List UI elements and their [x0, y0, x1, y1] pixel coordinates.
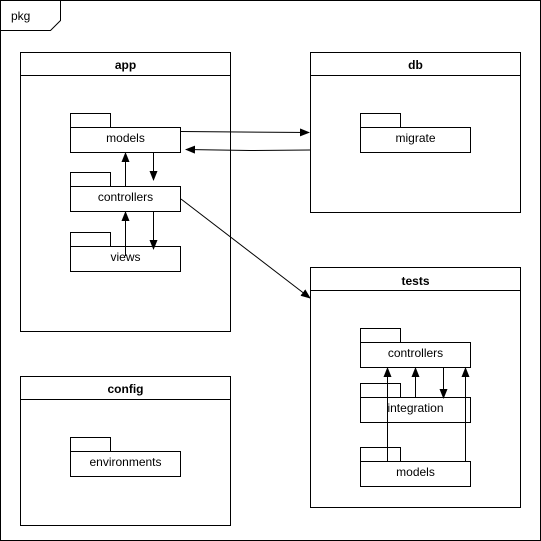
- package-tab: [70, 232, 111, 247]
- db-package[interactable]: db migrate: [310, 52, 521, 213]
- package-body: [360, 127, 471, 153]
- tests-models-package[interactable]: models: [360, 447, 471, 487]
- frame-tab: [0, 0, 61, 31]
- package-tab: [360, 328, 401, 343]
- tests-controllers-package[interactable]: controllers: [360, 328, 471, 368]
- db-migrate-label: migrate: [395, 131, 435, 145]
- app-models-label: models: [106, 131, 145, 145]
- package-body: [70, 451, 181, 477]
- package-body: [360, 461, 471, 487]
- app-controllers-package[interactable]: controllers: [70, 172, 181, 212]
- package-tab: [360, 447, 401, 462]
- config-package[interactable]: config environments: [20, 376, 231, 526]
- app-package-title: app: [115, 58, 136, 72]
- frame-label: pkg: [11, 9, 30, 23]
- tests-integration-package[interactable]: [360, 383, 471, 423]
- package-body: [360, 397, 471, 423]
- tests-integration-label: integration: [387, 401, 443, 415]
- arrow-db-to-models: [185, 145, 311, 154]
- arrow-controllers-to-tests: [180, 198, 311, 299]
- db-migrate-package[interactable]: migrate: [360, 113, 471, 153]
- tests-package-title: tests: [401, 274, 429, 288]
- config-package-title: config: [108, 382, 144, 396]
- app-models-package[interactable]: models: [70, 113, 181, 153]
- tests-models-label: models: [396, 465, 435, 479]
- app-controllers-label: controllers: [98, 190, 153, 204]
- app-package[interactable]: app models controllers: [20, 52, 231, 332]
- package-tab: [70, 113, 111, 128]
- package-tab: [70, 437, 111, 452]
- arrow-models-to-db: [180, 128, 310, 137]
- package-body: [360, 342, 471, 368]
- package-tab: [70, 172, 111, 187]
- package-body: [70, 127, 181, 153]
- config-environments-package[interactable]: environments: [70, 437, 181, 477]
- db-package-title: db: [408, 58, 423, 72]
- config-environments-label: environments: [89, 455, 161, 469]
- dependency-arrows: [121, 128, 470, 461]
- app-views-label: views: [110, 250, 140, 264]
- package-tab: [360, 113, 401, 128]
- package-body: [70, 186, 181, 212]
- package-tab: [360, 383, 401, 398]
- tests-controllers-label: controllers: [388, 346, 443, 360]
